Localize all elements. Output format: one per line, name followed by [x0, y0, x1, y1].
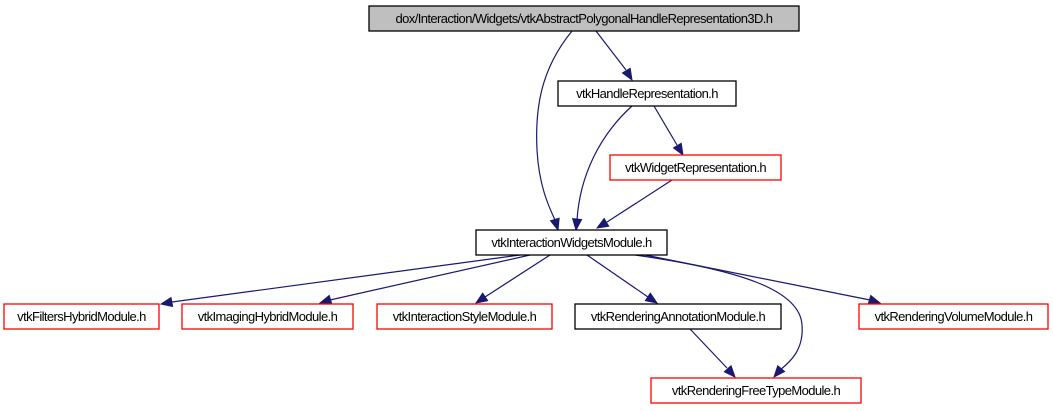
- node-box[interactable]: [574, 303, 782, 330]
- arrowhead-icon: [474, 292, 489, 304]
- edge-root-to-iwm: [536, 30, 573, 232]
- node-box[interactable]: [181, 303, 354, 330]
- node-box[interactable]: [557, 80, 737, 107]
- node-label: vtkRenderingFreeTypeModule.h: [672, 383, 841, 398]
- edge-line: [595, 30, 627, 71]
- node-label: vtkInteractionStyleModule.h: [393, 309, 537, 324]
- edge-line: [586, 254, 649, 298]
- node-box[interactable]: [3, 303, 160, 330]
- arrowhead-icon: [159, 296, 174, 308]
- edge-widget-to-iwm: [595, 179, 673, 229]
- arrowhead-icon: [723, 364, 736, 378]
- edge-line: [653, 105, 678, 146]
- node-widget[interactable]: vtkWidgetRepresentation.h: [609, 154, 782, 181]
- node-box[interactable]: [650, 377, 862, 404]
- edge-line: [689, 328, 728, 369]
- arrowhead-icon: [549, 217, 560, 232]
- edge-rannot-to-rfree: [689, 328, 736, 378]
- edge-line: [644, 254, 871, 301]
- nodes-layer: dox/Interaction/Widgets/vtkAbstractPolyg…: [3, 5, 1049, 404]
- node-box[interactable]: [376, 303, 553, 330]
- arrowhead-icon: [571, 218, 583, 232]
- node-imaging[interactable]: vtkImagingHybridModule.h: [181, 303, 354, 330]
- node-rvol[interactable]: vtkRenderingVolumeModule.h: [858, 303, 1049, 330]
- edge-iwm-to-rannot: [586, 254, 659, 304]
- node-box[interactable]: [368, 5, 800, 32]
- node-label: vtkInteractionWidgetsModule.h: [491, 235, 652, 250]
- edge-iwm-to-rvol: [644, 254, 882, 305]
- edge-line: [606, 179, 673, 223]
- node-rfree[interactable]: vtkRenderingFreeTypeModule.h: [650, 377, 862, 404]
- edge-root-to-handle: [595, 30, 633, 82]
- edges-layer: [159, 30, 882, 379]
- arrowhead-icon: [318, 294, 333, 305]
- node-iwm[interactable]: vtkInteractionWidgetsModule.h: [475, 229, 668, 256]
- node-istyle[interactable]: vtkInteractionStyleModule.h: [376, 303, 553, 330]
- node-label: vtkImagingHybridModule.h: [198, 309, 338, 324]
- node-label: vtkHandleRepresentation.h: [576, 86, 718, 101]
- edge-handle-to-iwm: [571, 105, 633, 232]
- edge-line: [329, 254, 531, 301]
- edge-line: [171, 254, 521, 303]
- node-handle[interactable]: vtkHandleRepresentation.h: [557, 80, 737, 107]
- edge-line: [536, 30, 573, 221]
- node-box[interactable]: [858, 303, 1049, 330]
- node-label: vtkFiltersHybridModule.h: [17, 309, 146, 324]
- arrowhead-icon: [867, 294, 882, 305]
- node-root[interactable]: dox/Interaction/Widgets/vtkAbstractPolyg…: [368, 5, 800, 32]
- arrowhead-icon: [595, 217, 610, 229]
- node-label: dox/Interaction/Widgets/vtkAbstractPolyg…: [396, 11, 773, 26]
- node-label: vtkRenderingAnnotationModule.h: [591, 309, 766, 324]
- node-label: vtkWidgetRepresentation.h: [625, 160, 766, 175]
- edge-iwm-to-istyle: [474, 254, 551, 304]
- arrowhead-icon: [644, 292, 659, 304]
- arrowhead-icon: [773, 364, 786, 379]
- arrowhead-icon: [621, 67, 633, 82]
- edge-line: [576, 105, 633, 221]
- edge-iwm-to-filters: [159, 254, 521, 308]
- node-box[interactable]: [475, 229, 668, 256]
- node-box[interactable]: [609, 154, 782, 181]
- arrowhead-icon: [672, 142, 684, 157]
- node-label: vtkRenderingVolumeModule.h: [875, 309, 1033, 324]
- edge-line: [484, 254, 551, 298]
- node-filters[interactable]: vtkFiltersHybridModule.h: [3, 303, 160, 330]
- node-rannot[interactable]: vtkRenderingAnnotationModule.h: [574, 303, 782, 330]
- edge-handle-to-widget: [653, 105, 684, 157]
- edge-iwm-to-imaging: [318, 254, 531, 305]
